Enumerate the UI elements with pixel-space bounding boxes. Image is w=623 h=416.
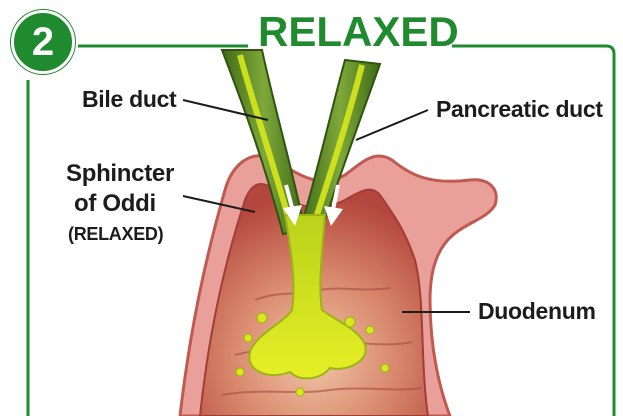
label-sphincter-line3: (RELAXED) <box>68 224 163 245</box>
bile-droplet <box>236 368 244 376</box>
step-badge: 2 <box>11 10 75 74</box>
bile-droplet <box>381 364 389 372</box>
page-title: RELAXED <box>258 8 459 56</box>
label-bile-duct: Bile duct <box>82 86 176 113</box>
label-duodenum: Duodenum <box>478 298 596 325</box>
label-sphincter-line2: of Oddi <box>74 190 156 218</box>
leader-pancreatic-duct <box>356 110 428 140</box>
bile-droplet <box>345 317 355 327</box>
label-sphincter-line1: Sphincter <box>66 160 174 188</box>
bile-droplet <box>244 334 252 342</box>
bile-droplet <box>366 326 374 334</box>
bile-droplet <box>296 388 304 396</box>
bile-droplet <box>257 313 267 323</box>
label-pancreatic-duct: Pancreatic duct <box>436 96 603 123</box>
